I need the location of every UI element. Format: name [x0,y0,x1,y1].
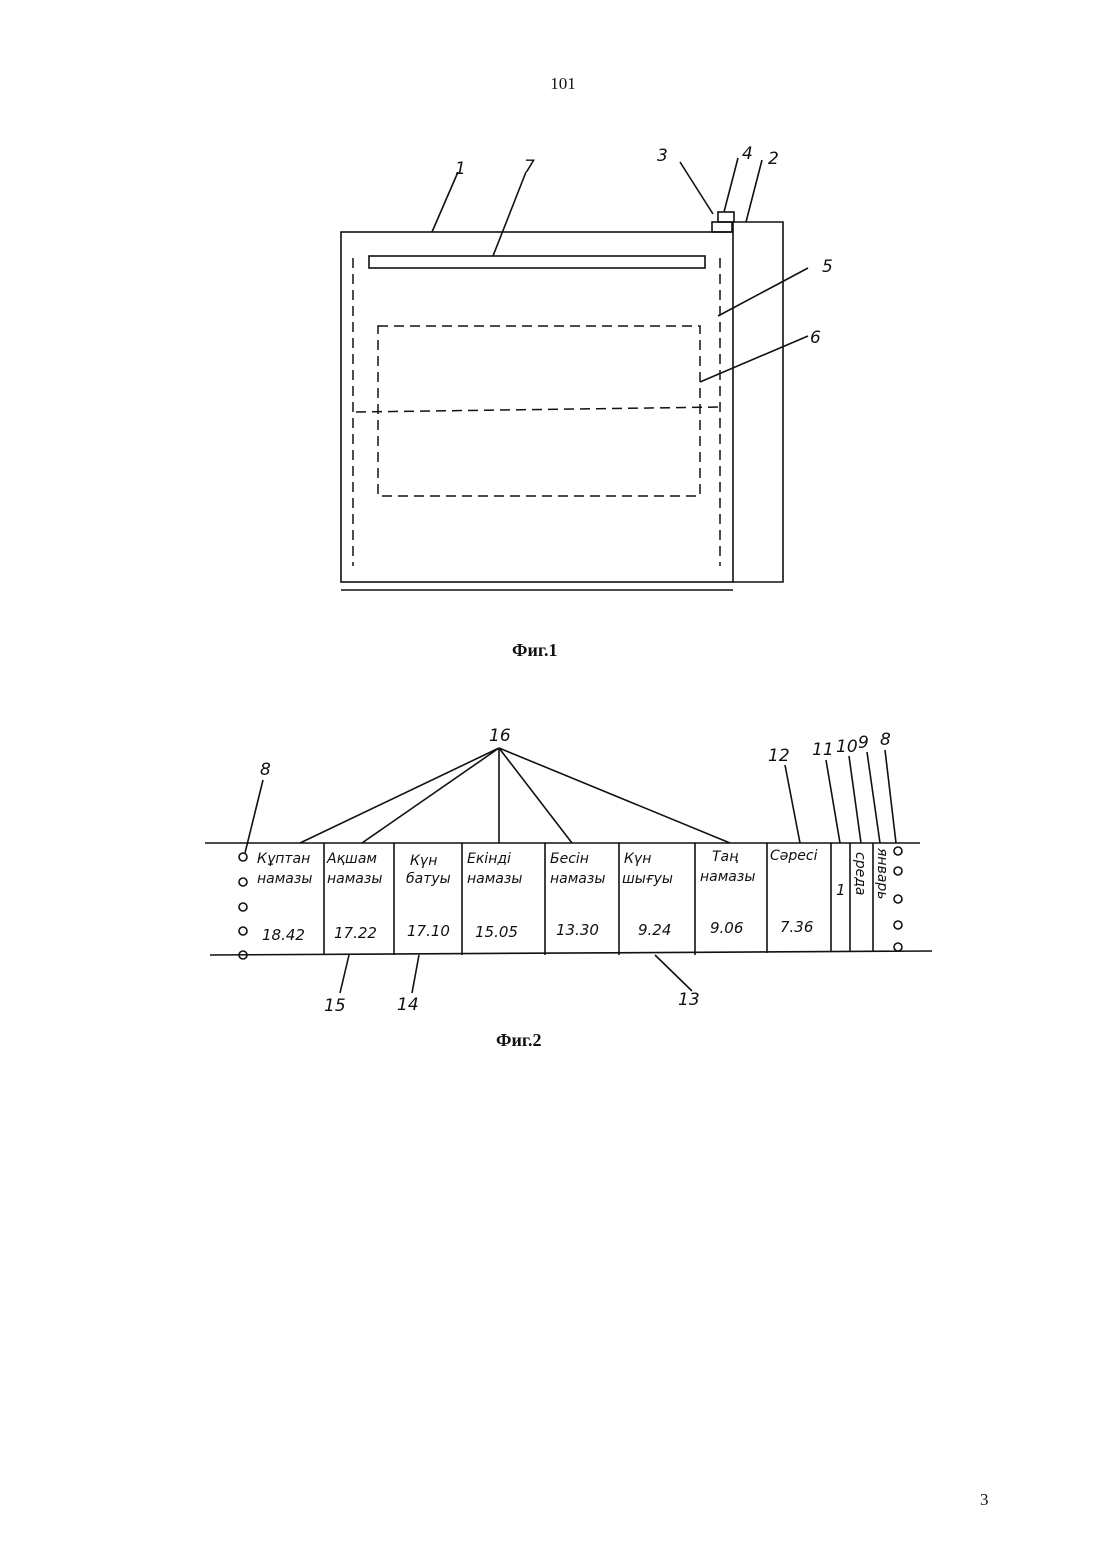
fig2-label-8-right: 8 [880,730,891,750]
col6-line2: шығуы [622,871,673,887]
fig1-label-7: 7 [524,157,535,177]
fig1-drawing: 1 7 3 4 2 5 6 [341,144,833,590]
col6-line1: Күн [624,851,651,867]
col1-value: 18.42 [262,926,305,944]
fig1-button [718,212,734,222]
col2-line1: Ақшам [326,851,377,867]
col4-line1: Екінді [467,851,511,867]
fig2-drawing: 16 12 11 10 9 8 8 15 14 13 Кұптан намазы… [205,726,932,1016]
col1-line1: Кұптан [257,851,310,867]
fig2-label-10: 10 [836,737,858,757]
fig2-label-13: 13 [678,990,700,1010]
col3-value: 17.10 [407,922,450,940]
fig2-label-16: 16 [489,726,511,746]
col6-value: 9.24 [638,921,671,939]
page-number-bottom: 3 [980,1490,989,1510]
col3-line1: Күн [410,853,437,869]
fig1-label-5: 5 [822,257,833,277]
col8-line1: Сәресі [770,848,818,864]
col5-value: 13.30 [556,921,599,939]
fig2-label-14: 14 [397,995,419,1015]
fig1-label-4: 4 [742,144,753,164]
month-label: январь [874,848,890,900]
fig1-label-1: 1 [455,159,466,179]
fig2-strip-bottom [210,951,932,955]
fig2-label-15: 15 [324,996,346,1016]
fig1-clip [712,222,732,232]
col5-line2: намазы [550,871,605,887]
col2-line2: намазы [327,871,382,887]
col4-value: 15.05 [475,923,518,941]
fig1-caption: Фиг.1 [512,640,557,661]
day-number: 1 [836,881,846,899]
fig2-label-8-left: 8 [260,760,271,780]
fig2-label-11: 11 [812,740,834,760]
col5-line1: Бесін [550,851,589,867]
col2-value: 17.22 [334,924,377,942]
col8-value: 7.36 [780,918,813,936]
fig2-label-12: 12 [768,746,790,766]
col7-value: 9.06 [710,919,743,937]
fig2-label-9: 9 [858,733,869,753]
fig1-label-3: 3 [657,146,668,166]
fig1-label-2: 2 [768,149,779,169]
col7-line1: Таң [712,849,738,865]
col1-line2: намазы [257,871,312,887]
fig1-lid [733,222,783,582]
col3-line2: батуы [406,871,451,887]
weekday-label: среда [852,852,868,895]
col4-line2: намазы [467,871,522,887]
fig1-slot [369,256,705,268]
fig1-label-6: 6 [810,328,821,348]
col7-line2: намазы [700,869,755,885]
fig2-caption: Фиг.2 [496,1030,541,1051]
fig1-outer-case [341,232,733,582]
